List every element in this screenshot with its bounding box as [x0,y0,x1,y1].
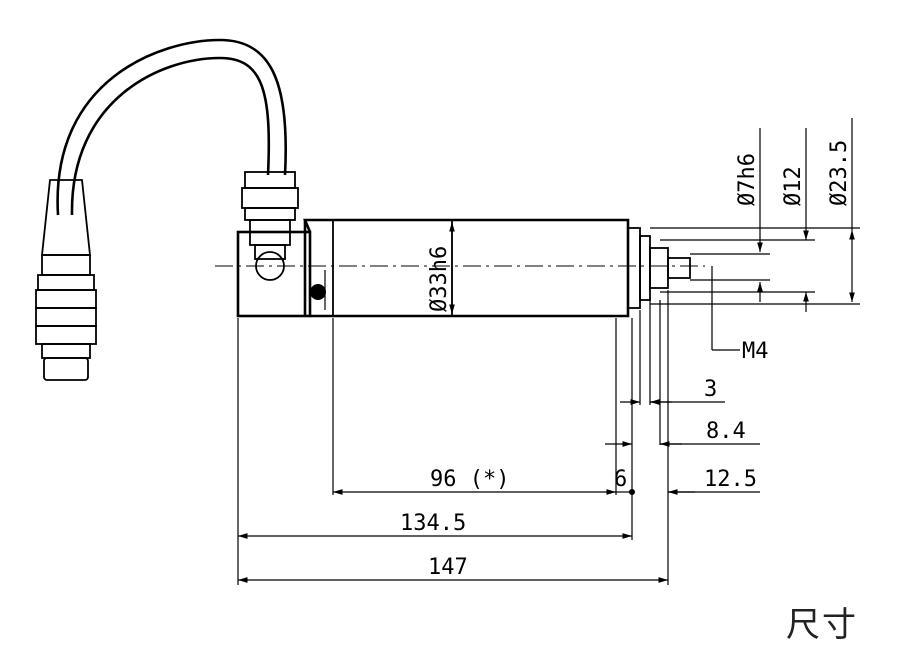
dim-length-134-5: 134.5 [400,511,466,536]
dim-length-96: 96 (*) [430,467,509,492]
dim-diameter-12: Ø12 [781,166,806,206]
cable-plug-connector [35,179,97,381]
dim-length-3: 3 [704,377,717,402]
motor-body [236,218,691,318]
dim-length-12-5: 12.5 [704,467,757,492]
cable [56,38,287,216]
dim-diameter-7h6: Ø7h6 [735,153,760,206]
dim-length-6: 6 [614,467,627,492]
housing-connector [241,171,299,281]
dim-length-147: 147 [428,555,468,580]
caption-dimensions: 尺寸 [786,605,858,645]
dimension-lines [238,118,855,583]
extension-lines [237,227,860,585]
dim-diameter-23-5: Ø23.5 [827,140,852,206]
dim-length-8-4: 8.4 [706,419,746,444]
dim-thread-m4: M4 [742,339,769,364]
dim-diameter-33h6: Ø33h6 [427,246,452,312]
